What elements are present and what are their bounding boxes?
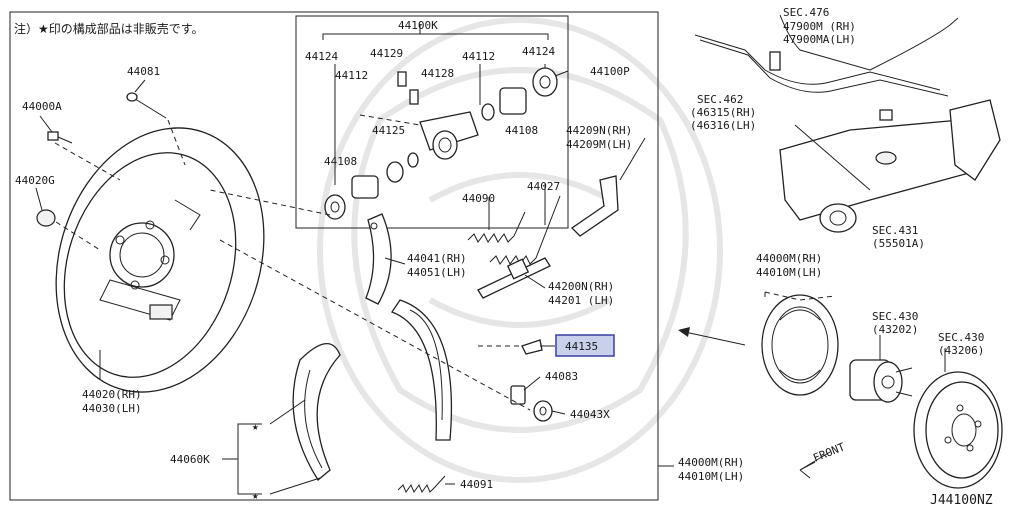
label-44083[interactable]: 44083: [545, 370, 578, 383]
label-44112-b[interactable]: 44112: [462, 50, 495, 63]
front-arrow-icon: [799, 451, 831, 479]
label-44201[interactable]: 44201 (LH): [548, 294, 614, 307]
label-44081[interactable]: 44081: [127, 65, 160, 78]
star-mark-bottom: ★: [252, 489, 259, 502]
label-43206[interactable]: (43206): [938, 344, 984, 357]
label-44129[interactable]: 44129: [370, 47, 403, 60]
brake-shoe-rear: [391, 299, 453, 441]
label-46316[interactable]: (46316(LH): [690, 119, 756, 132]
label-44108-b[interactable]: 44108: [505, 124, 538, 137]
label-44100P[interactable]: 44100P: [590, 65, 630, 78]
label-44209N[interactable]: 44209N(RH): [566, 124, 632, 137]
label-44091[interactable]: 44091: [460, 478, 493, 491]
label-44043X[interactable]: 44043X: [570, 408, 610, 421]
hub-bearing: [849, 359, 913, 403]
bolt-44081: [126, 92, 167, 119]
small-hardware: [510, 339, 553, 422]
label-43202[interactable]: (43202): [872, 323, 918, 336]
star-mark-top: ★: [252, 420, 259, 433]
vehicle-rear-axle-view: [694, 14, 1001, 233]
label-44108-a[interactable]: 44108: [324, 155, 357, 168]
label-44124-b[interactable]: 44124: [522, 45, 555, 58]
label-44020G[interactable]: 44020G: [15, 174, 55, 187]
label-44030[interactable]: 44030(LH): [82, 402, 142, 415]
label-47900MA[interactable]: 47900MA(LH): [783, 33, 856, 46]
label-44124-a[interactable]: 44124: [305, 50, 338, 63]
front-label: FRONT: [811, 440, 847, 465]
label-44051[interactable]: 44051(LH): [407, 266, 467, 279]
label-44020[interactable]: 44020(RH): [82, 388, 142, 401]
plug-44020G: [36, 209, 56, 227]
assembly-frame: [9, 11, 659, 501]
label-44135[interactable]: 44135: [565, 340, 598, 353]
label-44200N[interactable]: 44200N(RH): [548, 280, 614, 293]
highlight-44135[interactable]: [555, 334, 615, 357]
diagram-code: J44100NZ: [930, 493, 993, 508]
label-sec430-a[interactable]: SEC.430: [872, 310, 918, 323]
label-44041[interactable]: 44041(RH): [407, 252, 467, 265]
brake-assembly-small: [761, 291, 839, 396]
label-46315[interactable]: (46315(RH): [690, 106, 756, 119]
label-47900M[interactable]: 47900M (RH): [783, 20, 856, 33]
adjuster-assembly: [477, 257, 551, 299]
label-44000A[interactable]: 44000A: [22, 100, 62, 113]
label-sec430-b[interactable]: SEC.430: [938, 331, 984, 344]
wheel-cylinder-kit-box: [295, 15, 569, 229]
label-44112-a[interactable]: 44112: [335, 69, 368, 82]
label-44000M-right[interactable]: 44000M(RH): [756, 252, 822, 265]
bolt-44000A: [47, 131, 73, 144]
adjuster-lever: [365, 213, 392, 305]
parking-lever: [570, 175, 619, 237]
label-44209M[interactable]: 44209M(LH): [566, 138, 632, 151]
label-sec462[interactable]: SEC.462: [697, 93, 743, 106]
leader-lines: [35, 70, 674, 495]
label-44060K[interactable]: 44060K: [170, 453, 210, 466]
label-44090[interactable]: 44090: [462, 192, 495, 205]
spring-44091: [397, 475, 446, 494]
backing-plate: [55, 127, 265, 393]
brake-shoe-front: [292, 343, 341, 481]
assembly-guides: [54, 114, 531, 411]
label-44000M-bottom[interactable]: 44000M(RH): [678, 456, 744, 469]
label-44125[interactable]: 44125: [372, 124, 405, 137]
wheel-cylinder-parts: [324, 67, 558, 220]
brake-drum: [879, 335, 1003, 489]
label-44010M-right[interactable]: 44010M(LH): [756, 266, 822, 279]
return-springs: [467, 195, 561, 265]
label-44010M-bottom[interactable]: 44010M(LH): [678, 470, 744, 483]
label-44100K[interactable]: 44100K: [398, 19, 438, 32]
label-sec476[interactable]: SEC.476: [783, 6, 829, 19]
label-55501A[interactable]: (55501A): [872, 237, 925, 250]
label-44128[interactable]: 44128: [421, 67, 454, 80]
pointer-arrow: [678, 327, 746, 346]
non-sale-note: 注）★印の構成部品は非販売です。: [14, 21, 204, 36]
label-44027[interactable]: 44027: [527, 180, 560, 193]
label-sec431[interactable]: SEC.431: [872, 224, 918, 237]
watermark-emblem: [317, 17, 723, 483]
